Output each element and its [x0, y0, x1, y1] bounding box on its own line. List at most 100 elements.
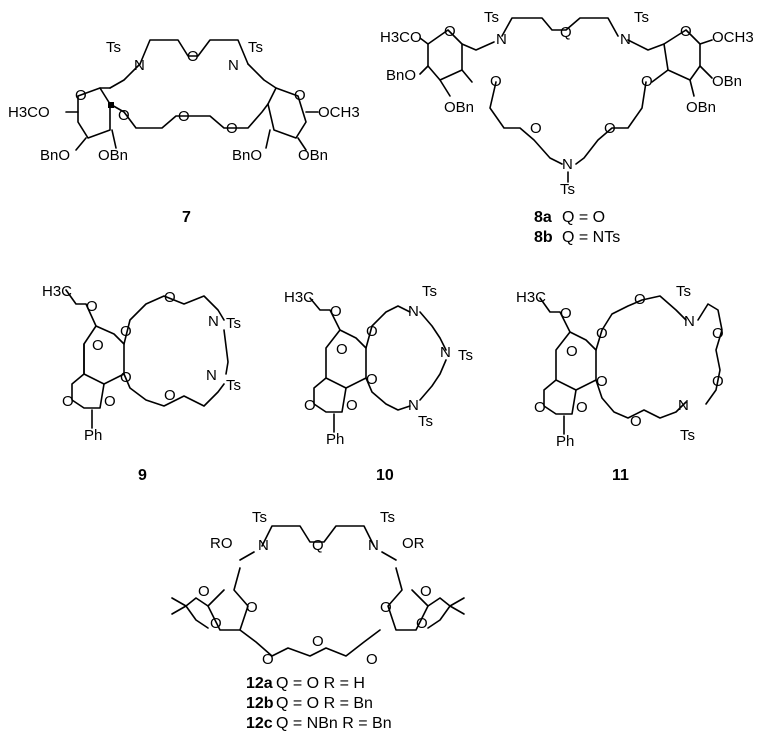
atom-ts: Ts — [676, 283, 691, 300]
atom-ts: Ts — [458, 347, 473, 364]
compound-label-11: 11 — [612, 467, 629, 484]
atom-o: O — [118, 107, 130, 124]
atom-or: OR — [402, 535, 425, 552]
atom-o: O — [366, 371, 378, 388]
wedge-mark — [108, 102, 114, 108]
atom-n: N — [228, 57, 239, 74]
svg-text:8a: 8a — [534, 209, 552, 226]
atom-o: O — [712, 325, 724, 342]
compound-9-structure: H3C O O O O N Ts N Ts O O O O Ph — [42, 283, 241, 444]
compound-label-12a: 12a Q = O R = H — [246, 675, 365, 692]
atom-ts: Ts — [252, 509, 267, 526]
atom-o: O — [187, 48, 199, 65]
atom-n: N — [208, 313, 219, 330]
atom-o: O — [530, 120, 542, 137]
atom-o: O — [634, 291, 646, 308]
compound-label-10: 10 — [376, 467, 394, 484]
svg-text:Q = NBn R = Bn: Q = NBn R = Bn — [276, 715, 392, 732]
atom-bno: BnO — [386, 67, 416, 84]
atom-o: O — [330, 303, 342, 320]
atom-o: O — [534, 399, 546, 416]
compound-10-structure: H3C O O O N Ts N Ts N Ts O O O Ph — [284, 283, 473, 448]
compound-label-8a: 8a Q = O — [534, 209, 605, 226]
atom-o: O — [420, 583, 432, 600]
atom-o: O — [120, 323, 132, 340]
atom-n: N — [562, 156, 573, 173]
atom-o: O — [416, 615, 428, 632]
atom-o: O — [164, 387, 176, 404]
atom-bno: BnO — [40, 147, 70, 164]
atom-obn: OBn — [712, 73, 742, 90]
compound-12-structure: Ts N Q N Ts RO OR O O O O O O O O O — [171, 509, 465, 668]
atom-ts: Ts — [380, 509, 395, 526]
svg-text:Q = NTs: Q = NTs — [562, 229, 620, 246]
svg-text:12a: 12a — [246, 675, 273, 692]
atom-n: N — [408, 303, 419, 320]
svg-text:Q = O R = Bn: Q = O R = Bn — [276, 695, 373, 712]
atom-ro: RO — [210, 535, 233, 552]
atom-o: O — [75, 87, 87, 104]
compound-label-12b: 12b Q = O R = Bn — [246, 695, 373, 712]
atom-o: O — [92, 337, 104, 354]
atom-o: O — [366, 323, 378, 340]
atom-o: O — [641, 73, 653, 90]
compound-label-12c: 12c Q = NBn R = Bn — [246, 715, 392, 732]
atom-ts: Ts — [422, 283, 437, 300]
atom-n: N — [678, 397, 689, 414]
atom-ts: Ts — [106, 39, 121, 56]
compound-label-8b: 8b Q = NTs — [534, 229, 620, 246]
atom-ts: Ts — [680, 427, 695, 444]
atom-n: N — [620, 31, 631, 48]
atom-h3co: H3CO — [8, 104, 50, 121]
svg-text:Q = O: Q = O — [562, 209, 605, 226]
atom-ts: Ts — [634, 9, 649, 26]
atom-o: O — [596, 325, 608, 342]
atom-o: O — [62, 393, 74, 410]
atom-ts: Ts — [418, 413, 433, 430]
compound-8-structure: Ts N Q N Ts H3CO O O OCH3 BnO OBn O O OB… — [380, 9, 754, 198]
atom-o: O — [164, 289, 176, 306]
svg-text:8b: 8b — [534, 229, 553, 246]
atom-o: O — [366, 651, 378, 668]
atom-ts: Ts — [226, 377, 241, 394]
atom-o: O — [86, 298, 98, 315]
atom-h3c: H3C — [284, 289, 314, 306]
atom-ph: Ph — [84, 427, 102, 444]
atom-o: O — [104, 393, 116, 410]
svg-text:12c: 12c — [246, 715, 273, 732]
compound-7-structure: Ts N O N Ts O O H3CO OCH3 O O O OBn BnO … — [8, 39, 360, 164]
atom-n: N — [368, 537, 379, 554]
atom-ts: Ts — [226, 315, 241, 332]
atom-o: O — [380, 599, 392, 616]
atom-obn: OBn — [686, 99, 716, 116]
atom-och3: OCH3 — [712, 29, 754, 46]
atom-ts: Ts — [248, 39, 263, 56]
atom-o: O — [210, 615, 222, 632]
svg-text:12b: 12b — [246, 695, 274, 712]
atom-o: O — [490, 73, 502, 90]
atom-o: O — [312, 633, 324, 650]
compound-11-structure: H3C O O O O N Ts O O N Ts O O O O Ph — [516, 283, 724, 450]
atom-o: O — [596, 373, 608, 390]
svg-text:Q = O R = H: Q = O R = H — [276, 675, 365, 692]
atom-ts: Ts — [484, 9, 499, 26]
compound-label-9: 9 — [138, 467, 147, 484]
atom-o: O — [560, 305, 572, 322]
atom-n: N — [408, 397, 419, 414]
atom-och3: OCH3 — [318, 104, 360, 121]
atom-o: O — [226, 120, 238, 137]
atom-o: O — [566, 343, 578, 360]
atom-h3c: H3C — [516, 289, 546, 306]
atom-o: O — [294, 87, 306, 104]
atom-o: O — [346, 397, 358, 414]
atom-n: N — [440, 344, 451, 361]
atom-o: O — [630, 413, 642, 430]
atom-ph: Ph — [326, 431, 344, 448]
atom-o: O — [604, 120, 616, 137]
atom-o: O — [444, 23, 456, 40]
atom-n: N — [684, 313, 695, 330]
atom-o: O — [304, 397, 316, 414]
atom-n: N — [134, 57, 145, 74]
atom-obn: OBn — [298, 147, 328, 164]
